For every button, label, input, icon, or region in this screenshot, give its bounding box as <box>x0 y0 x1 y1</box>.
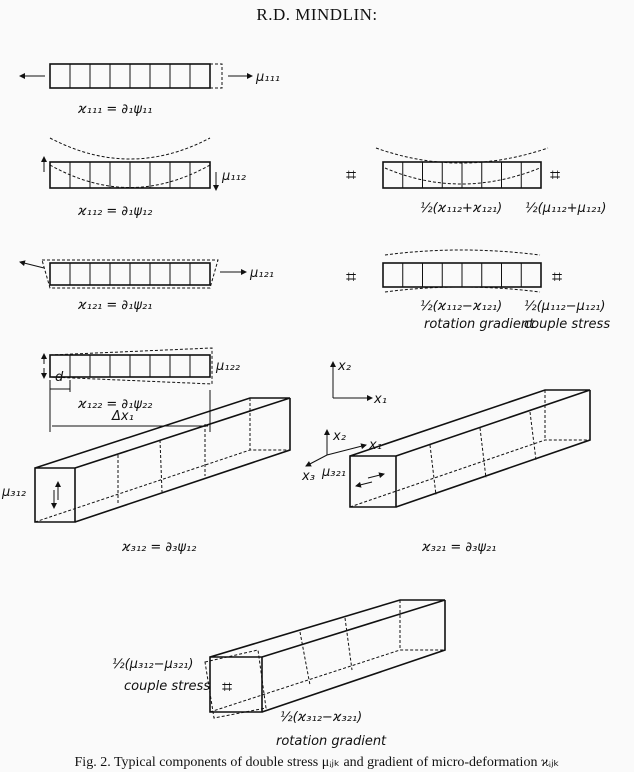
label-couple-stress: couple stress <box>524 317 610 332</box>
label-kappa-3anti: ½(ϰ₃₁₂−ϰ₃₂₁) <box>280 710 362 725</box>
label-rotation-gradient: rotation gradient <box>424 317 535 332</box>
label-mu-anti: ½(μ₁₁₂−μ₁₂₁) <box>524 299 605 314</box>
label-mu-sym: ½(μ₁₁₂+μ₁₂₁) <box>525 201 606 216</box>
label-kappa-sym: ½(ϰ₁₁₂+ϰ₁₂₁) <box>420 201 502 216</box>
axis3d-x3: x₃ <box>301 469 315 484</box>
label-mu321: μ₃₂₁ <box>321 465 346 480</box>
bar-antisymmetric-3d: ⌗ <box>204 599 446 719</box>
beam-antisymmetric: ⌗ ⌗ <box>346 249 562 293</box>
axis3d-x2: x₂ <box>332 429 346 444</box>
label-kappa321: ϰ₃₂₁ = ∂₃ψ₂₁ <box>421 540 496 555</box>
beam-111 <box>19 63 253 89</box>
axes-3d <box>305 429 367 467</box>
label-mu312: μ₃₁₂ <box>1 485 26 500</box>
label-kappa111: ϰ₁₁₁ = ∂₁ψ₁₁ <box>77 102 152 117</box>
label-kappa312: ϰ₃₁₂ = ∂₃ψ₁₂ <box>121 540 196 555</box>
label-kappa-anti: ½(ϰ₁₁₂−ϰ₁₂₁) <box>420 299 502 314</box>
label-mu111: μ₁₁₁ <box>255 70 280 85</box>
axis-x1: x₁ <box>373 392 387 407</box>
label-couple-stress-3d: couple stress <box>124 679 210 694</box>
svg-text:⌗: ⌗ <box>346 165 356 186</box>
label-delta-x1: Δx₁ <box>111 409 134 424</box>
beam-121 <box>19 259 247 289</box>
label-kappa122: ϰ₁₂₂ = ∂₁ψ₂₂ <box>77 397 152 412</box>
svg-text:⌗: ⌗ <box>552 267 562 288</box>
svg-text:⌗: ⌗ <box>222 677 232 698</box>
label-d: d <box>55 370 64 385</box>
bar-321 <box>349 389 591 508</box>
beam-112 <box>41 137 219 191</box>
figure-caption: Fig. 2. Typical components of double str… <box>75 755 560 770</box>
label-mu122: μ₁₂₂ <box>215 359 240 374</box>
beam-122 <box>41 347 213 432</box>
page-header: R.D. MINDLIN: <box>256 5 377 24</box>
label-kappa121: ϰ₁₂₁ = ∂₁ψ₂₁ <box>77 298 152 313</box>
label-mu112: μ₁₁₂ <box>221 169 246 184</box>
svg-text:⌗: ⌗ <box>346 267 356 288</box>
label-mu-3anti: ½(μ₃₁₂−μ₃₂₁) <box>112 657 193 672</box>
beam-symmetric: ⌗ ⌗ <box>346 147 560 189</box>
bar-312 <box>34 397 291 523</box>
svg-text:⌗: ⌗ <box>550 165 560 186</box>
axis-x2: x₂ <box>337 359 351 374</box>
label-mu121: μ₁₂₁ <box>249 266 274 281</box>
label-rotation-gradient-3d: rotation gradient <box>276 734 387 749</box>
axes-2d <box>330 361 373 401</box>
label-kappa112: ϰ₁₁₂ = ∂₁ψ₁₂ <box>77 204 152 219</box>
